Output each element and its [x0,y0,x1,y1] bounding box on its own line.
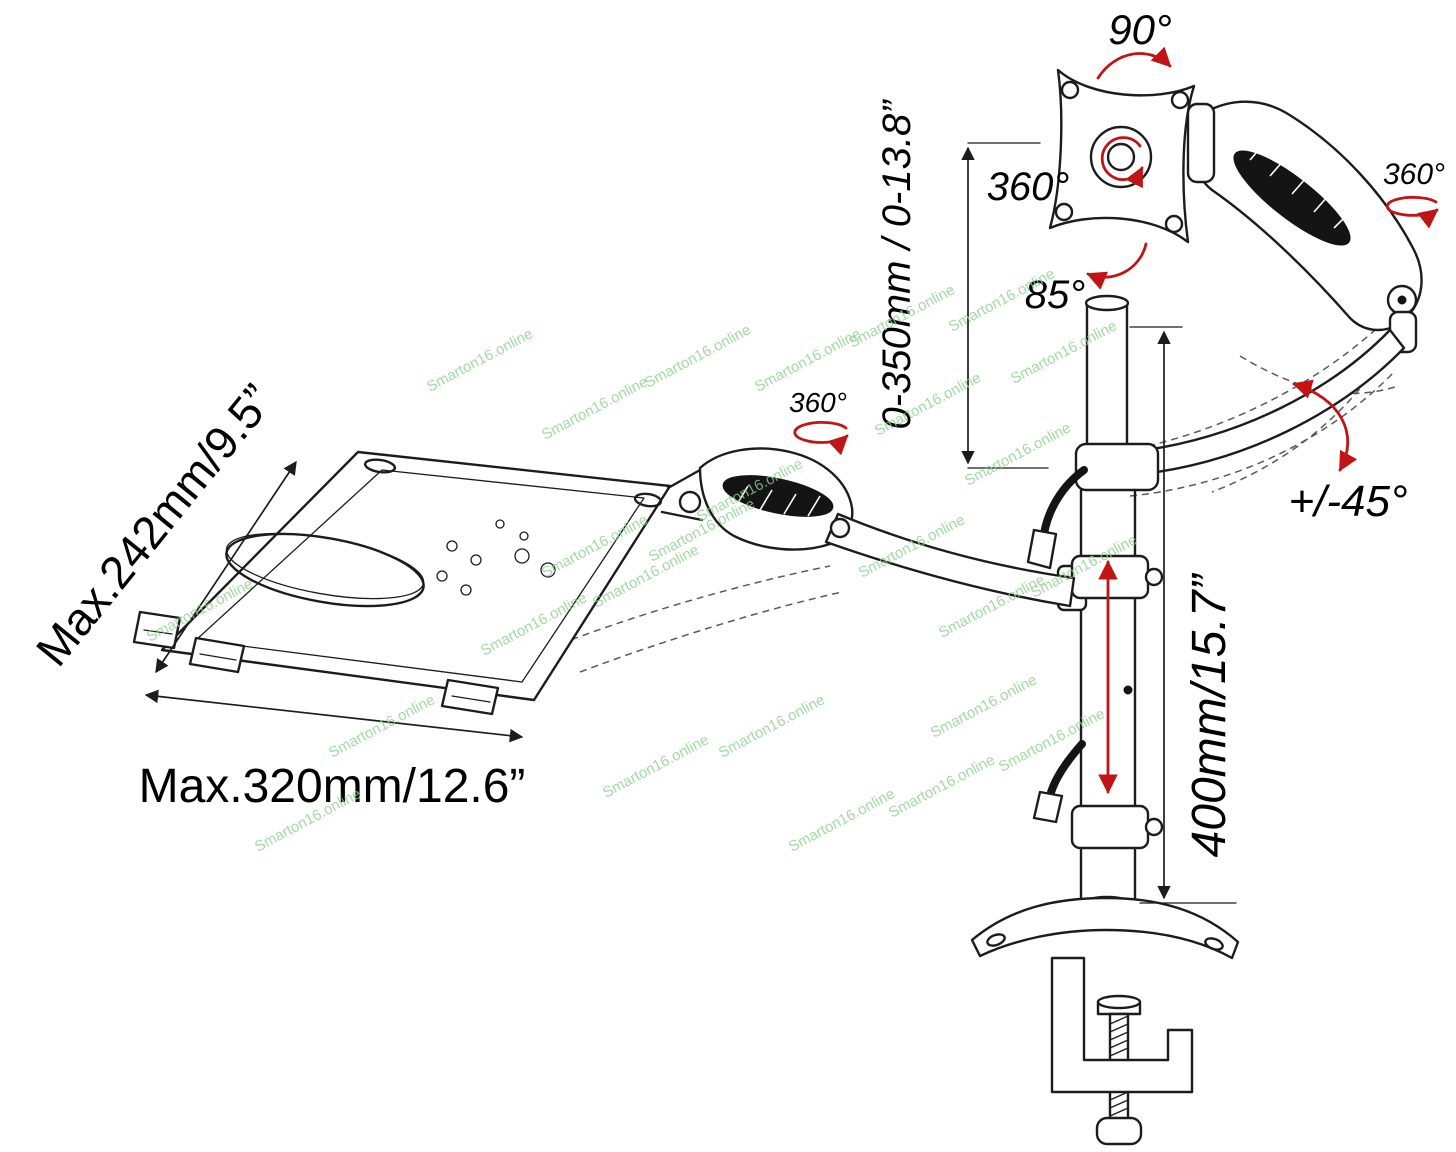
height-adjust-range-label: 0-350mm / 0-13.8” [875,99,919,430]
rotation-360-plate-label: 360° [987,165,1070,209]
pole-top-cap [1084,294,1130,312]
tray-arm-elbow [829,517,851,539]
pole-height-label: 400mm/15.7” [1183,573,1236,858]
watermark-text: Smarton16.online [642,321,754,391]
clamp-screw [1096,994,1142,1122]
clamp-knob [1095,1116,1143,1146]
dimension-line-pole-height [1129,326,1237,904]
watermark-text: Smarton16.online [600,731,712,801]
dimension-line-height-range [961,142,1049,469]
collar-knob-lower [1144,817,1164,837]
watermark-text: Smarton16.online [996,705,1108,775]
pole-top-clamp [1074,442,1160,492]
watermark-text: Smarton16.online [962,419,1074,489]
tray-arm-vent [722,475,834,517]
rotation-arrow-360-right [1385,195,1439,229]
watermark-text: Smarton16.online [886,751,998,821]
rotation-arrow-85 [1086,242,1148,290]
rotation-360-tray-arm-label: 360° [789,387,847,418]
vesa-bracket [1186,102,1216,184]
rotation-arrow-plate-center [1100,136,1144,189]
monitor-arm [1140,100,1423,476]
tray-arm-link [824,512,1076,608]
tilt-45-label: +/-45° [1288,477,1407,526]
rotation-360-arm-right-label: 360° [1383,158,1445,191]
collar-knob-upper [1144,567,1164,587]
watermark-text: Smarton16.online [786,785,898,855]
vesa-plate [1048,68,1216,244]
rotation-arrows [793,46,1439,794]
rotation-90-label: 90° [1108,6,1172,53]
watermark-text: Smarton16.online [539,373,651,443]
dimension-line-tray-depth [155,460,297,674]
rotation-arrow-90 [1096,46,1172,80]
tray-joint [678,490,702,514]
desk-clamp [970,896,1240,1146]
rotation-85-label: 85° [1025,273,1086,317]
clamp-top-plate [970,896,1240,960]
watermark-text: Smarton16.online [928,671,1040,741]
rotation-arrow-360-tray-arm [793,421,849,456]
pole-collar-lower [1070,804,1150,850]
pole [1026,294,1164,915]
dimension-line-tray-width [144,689,524,743]
watermark-text: Smarton16.online [716,691,828,761]
watermark-text: Smarton16.online [1008,317,1120,387]
arm-vent [1233,150,1351,246]
clamp-lever-lower [1046,740,1086,800]
arm-lower-link [1140,328,1406,476]
clamp-c-bracket [1050,956,1194,1094]
clamp-lever-upper [1040,466,1088,538]
watermark-text: Smarton16.online [424,325,536,395]
tray-arm-ghost-positions [559,565,843,673]
tray-arm [660,447,1076,608]
tilt-arrow-45 [1292,379,1358,472]
tray-width-label: Max.320mm/12.6” [139,760,526,813]
